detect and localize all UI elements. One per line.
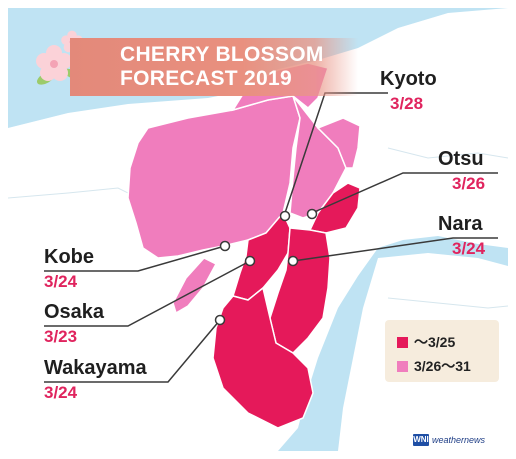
leader-otsu bbox=[311, 172, 498, 214]
legend-label: ～3/25 bbox=[414, 334, 456, 350]
city-label-kyoto: Kyoto 3/28 bbox=[380, 68, 437, 114]
marker-osaka bbox=[244, 255, 256, 267]
city-name: Wakayama bbox=[44, 357, 147, 379]
title-line-1: CHERRY BLOSSOM bbox=[120, 43, 324, 66]
title-text: CHERRY BLOSSOM FORECAST 2019 bbox=[120, 43, 324, 91]
logo-mark: WNI bbox=[413, 434, 429, 446]
marker-kyoto bbox=[279, 210, 291, 222]
city-name: Kyoto bbox=[380, 68, 437, 90]
city-name: Osaka bbox=[44, 301, 105, 323]
city-label-kobe: Kobe 3/24 bbox=[44, 246, 94, 292]
land-border-2 bbox=[387, 147, 508, 159]
logo-text: weathernews bbox=[432, 435, 486, 445]
city-name: Kobe bbox=[44, 246, 94, 268]
legend-label: 3/26～31 bbox=[414, 358, 471, 374]
title-banner-background bbox=[70, 38, 358, 96]
city-date: 3/23 bbox=[44, 327, 78, 346]
leader-nara bbox=[292, 237, 498, 262]
kansai-map bbox=[8, 8, 508, 451]
marker-wakayama bbox=[214, 314, 226, 326]
land-shikoku bbox=[8, 298, 183, 418]
leader-wakayama bbox=[44, 319, 221, 383]
city-date: 3/24 bbox=[44, 383, 78, 402]
legend-item-early: ～3/25 bbox=[397, 332, 455, 352]
legend: ～3/25 3/26～31 bbox=[385, 320, 499, 382]
city-date: 3/24 bbox=[44, 272, 78, 291]
land-border-3 bbox=[387, 297, 508, 309]
marker-otsu bbox=[306, 208, 318, 220]
region-nara bbox=[269, 227, 331, 354]
city-date: 3/28 bbox=[390, 94, 424, 113]
region-awaji bbox=[172, 257, 218, 315]
city-date: 3/24 bbox=[452, 239, 486, 258]
title-line-2: FORECAST 2019 bbox=[120, 67, 292, 90]
marker-kobe bbox=[219, 240, 231, 252]
legend-item-late: 3/26～31 bbox=[397, 356, 471, 376]
city-label-otsu: Otsu 3/26 bbox=[438, 148, 485, 194]
region-wakayama bbox=[212, 286, 314, 429]
map-frame: CHERRY BLOSSOM FORECAST 2019 Kyoto 3/28 … bbox=[8, 8, 508, 451]
legend-swatch bbox=[397, 360, 408, 372]
city-name: Otsu bbox=[438, 148, 484, 170]
leader-kobe bbox=[44, 245, 226, 272]
region-shiga bbox=[316, 117, 361, 169]
city-label-wakayama: Wakayama 3/24 bbox=[44, 357, 147, 403]
city-date: 3/26 bbox=[452, 174, 486, 193]
leader-osaka bbox=[44, 260, 251, 327]
title-banner: CHERRY BLOSSOM FORECAST 2019 bbox=[70, 38, 358, 96]
marker-nara bbox=[287, 255, 299, 267]
city-label-osaka: Osaka 3/23 bbox=[44, 301, 104, 347]
legend-swatch bbox=[397, 336, 408, 348]
city-name: Nara bbox=[438, 213, 483, 235]
weathernews-logo: WNI weathernews bbox=[413, 434, 485, 446]
city-label-nara: Nara 3/24 bbox=[438, 213, 485, 259]
